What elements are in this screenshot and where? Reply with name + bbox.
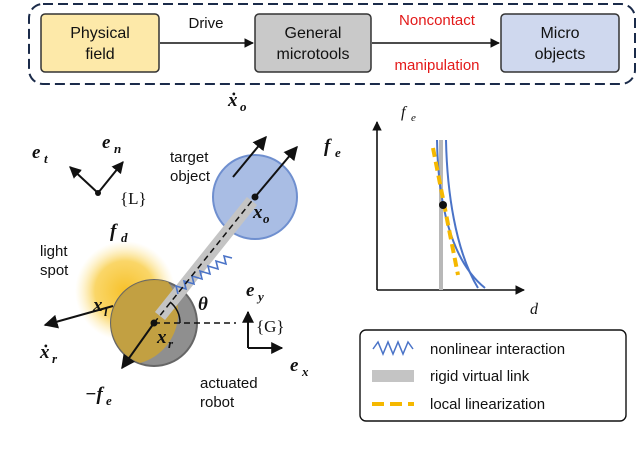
legend-box xyxy=(359,329,627,422)
target-velocity-arrow xyxy=(232,135,267,178)
physical-field-label-2: field xyxy=(85,46,114,63)
svg-text:e: e xyxy=(335,145,341,160)
robot-label-2: robot xyxy=(200,394,235,411)
flow-panel: Physical field Drive General microtools … xyxy=(28,3,636,85)
light-label-2: spot xyxy=(40,262,69,279)
frame-L: e t e n {L} xyxy=(32,132,147,208)
physical-field-box: Physical field xyxy=(40,13,160,73)
fe-arrow xyxy=(254,145,298,198)
svg-text:o: o xyxy=(240,99,247,114)
legend-item-rigid: rigid virtual link xyxy=(372,368,530,385)
svg-text:l: l xyxy=(104,304,108,319)
svg-text:r: r xyxy=(52,351,58,366)
fd-label: f xyxy=(110,221,118,242)
frame-G-label: {G} xyxy=(256,317,285,336)
svg-text:n: n xyxy=(114,141,121,156)
schematic: e t e n {L} θ ẋ o f e xyxy=(32,90,341,411)
svg-text:e: e xyxy=(106,393,112,408)
micro-objects-label-2: objects xyxy=(535,46,586,63)
e-n-label: e xyxy=(102,132,111,153)
xdot-r-label: ẋ xyxy=(39,342,50,363)
force-distance-plot: f e d xyxy=(372,104,539,318)
light-label-1: light xyxy=(40,243,68,260)
svg-text:r: r xyxy=(168,336,174,351)
frame-L-label: {L} xyxy=(120,189,147,208)
neg-fe-arrow xyxy=(121,322,155,370)
x-l-label: x xyxy=(92,295,103,316)
e-x-label: e xyxy=(290,355,299,376)
flow-panel-border xyxy=(28,3,636,85)
svg-text:o: o xyxy=(263,211,270,226)
neg-fe-label: −f xyxy=(85,384,105,405)
physical-field-label-1: Physical xyxy=(70,25,130,42)
fe-label: f xyxy=(324,136,332,157)
robot-velocity-arrow xyxy=(43,305,114,329)
target-label-2: object xyxy=(170,168,211,185)
nonlinear-curve-1 xyxy=(436,139,486,289)
legend-label-rigid: rigid virtual link xyxy=(430,368,530,385)
e-y-label: e xyxy=(246,280,255,301)
nonlinear-curve-2 xyxy=(445,139,479,289)
legend-label-linearization: local linearization xyxy=(430,396,545,413)
linearization-line xyxy=(431,147,460,276)
xdot-o-label: ẋ xyxy=(227,90,238,111)
operating-point xyxy=(439,201,447,209)
noncontact-label: Noncontact xyxy=(399,12,476,29)
svg-text:e: e xyxy=(411,112,416,124)
manipulation-label: manipulation xyxy=(394,57,479,74)
legend-item-linearization: local linearization xyxy=(372,396,545,413)
drive-label: Drive xyxy=(188,15,223,32)
e-t-label: e xyxy=(32,142,41,163)
center-line xyxy=(153,196,256,324)
frame-G: e y e x {G} xyxy=(242,280,309,379)
legend: nonlinear interaction rigid virtual link… xyxy=(359,329,627,422)
plot-xlabel: d xyxy=(530,301,539,318)
x-o-label: x xyxy=(252,202,263,223)
target-label-1: target xyxy=(170,149,209,166)
theta-label: θ xyxy=(198,294,208,315)
plot-ylabel: f xyxy=(401,104,408,121)
general-microtools-label-1: General xyxy=(285,25,342,42)
svg-text:d: d xyxy=(121,230,128,245)
micro-objects-label-1: Micro xyxy=(540,25,579,42)
legend-label-nonlinear: nonlinear interaction xyxy=(430,341,565,358)
theta-arc xyxy=(169,301,181,324)
legend-item-nonlinear: nonlinear interaction xyxy=(372,340,565,358)
micro-objects-box: Micro objects xyxy=(500,13,620,73)
x-r-label: x xyxy=(156,327,167,348)
general-microtools-label-2: microtools xyxy=(277,46,350,63)
svg-text:t: t xyxy=(44,151,48,166)
spring xyxy=(174,254,233,295)
svg-text:x: x xyxy=(301,364,309,379)
general-microtools-box: General microtools xyxy=(254,13,372,73)
light-robot-overlap xyxy=(111,279,179,363)
robot-label-1: actuated xyxy=(200,375,258,392)
svg-text:y: y xyxy=(256,289,264,304)
